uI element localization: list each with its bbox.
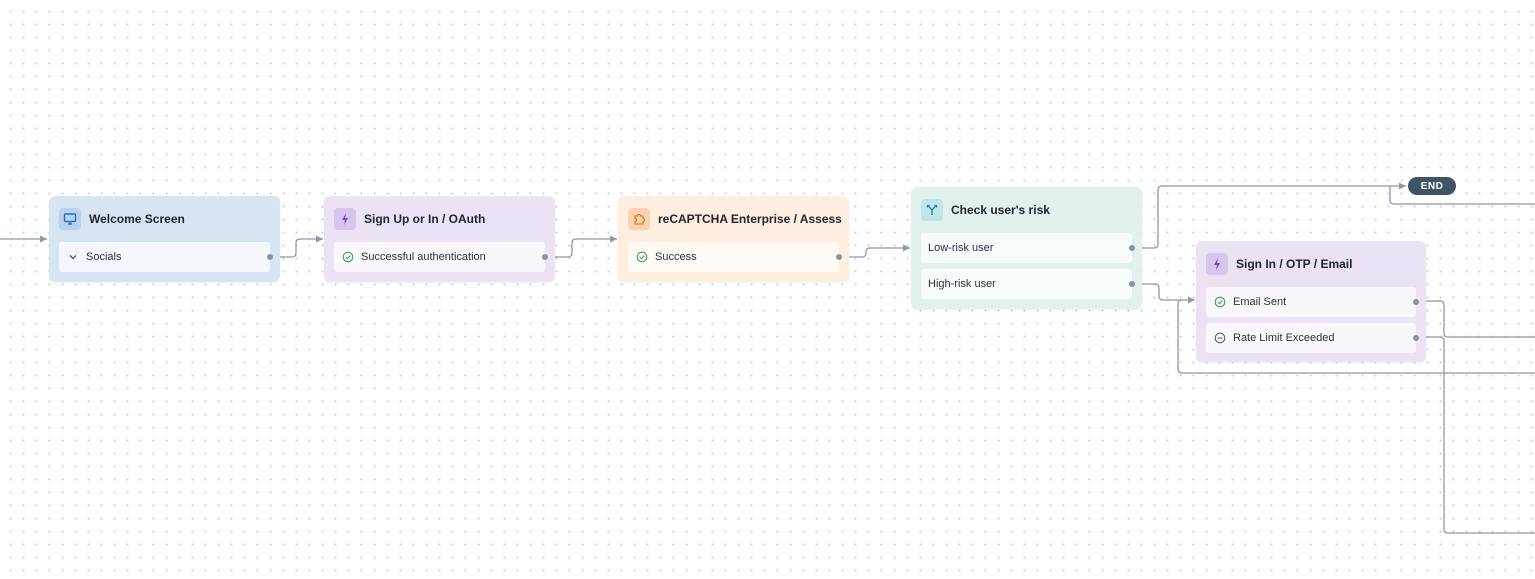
branch-icon bbox=[921, 199, 943, 221]
output-handle[interactable] bbox=[836, 254, 842, 260]
node-header: Check user's risk bbox=[921, 198, 1050, 222]
output-rate-limit-exceeded[interactable]: Rate Limit Exceeded bbox=[1206, 323, 1419, 353]
output-handle[interactable] bbox=[267, 254, 273, 260]
output-success[interactable]: Success bbox=[628, 242, 842, 272]
node-header: reCAPTCHA Enterprise / Assess bbox=[628, 207, 842, 231]
output-handle[interactable] bbox=[1129, 245, 1135, 251]
node-check-user-risk[interactable]: Check user's risk Low-risk user High-ris… bbox=[911, 187, 1142, 309]
edge-lowrisk-to-end bbox=[1131, 182, 1406, 249]
output-label: Socials bbox=[86, 251, 122, 263]
monitor-icon bbox=[59, 208, 81, 230]
output-label: Rate Limit Exceeded bbox=[1233, 332, 1335, 344]
edge-socials-to-oauth bbox=[269, 235, 323, 258]
edge-end-onward bbox=[1389, 186, 1535, 205]
output-low-risk-user[interactable]: Low-risk user bbox=[921, 233, 1135, 263]
output-label: Success bbox=[655, 251, 697, 263]
edge-emailsent-onward bbox=[1416, 300, 1535, 338]
minus-circle-icon bbox=[1214, 332, 1226, 344]
node-title: Sign Up or In / OAuth bbox=[364, 212, 486, 226]
output-handle[interactable] bbox=[1413, 299, 1419, 305]
end-node[interactable]: END bbox=[1408, 177, 1456, 195]
node-title: reCAPTCHA Enterprise / Assess bbox=[658, 212, 842, 226]
output-successful-authentication[interactable]: Successful authentication bbox=[334, 242, 548, 272]
node-recaptcha[interactable]: reCAPTCHA Enterprise / Assess Success bbox=[618, 196, 849, 282]
node-welcome-screen[interactable]: Welcome Screen Socials bbox=[49, 196, 280, 282]
check-circle-icon bbox=[1214, 296, 1226, 308]
edge-success-to-risk bbox=[837, 244, 910, 258]
puzzle-icon bbox=[628, 208, 650, 230]
output-label: Email Sent bbox=[1233, 296, 1287, 308]
node-otp-email[interactable]: Sign In / OTP / Email Email Sent Rate Li… bbox=[1196, 241, 1426, 362]
output-email-sent[interactable]: Email Sent bbox=[1206, 287, 1419, 317]
output-label: High-risk user bbox=[928, 278, 996, 290]
node-oauth[interactable]: Sign Up or In / OAuth Successful authent… bbox=[324, 196, 555, 282]
node-header: Sign In / OTP / Email bbox=[1206, 252, 1352, 276]
output-high-risk-user[interactable]: High-risk user bbox=[921, 269, 1135, 299]
edge-highrisk-to-otp bbox=[1131, 283, 1195, 304]
edge-auth-to-recaptcha bbox=[544, 235, 617, 258]
output-handle[interactable] bbox=[1129, 281, 1135, 287]
node-title: Sign In / OTP / Email bbox=[1236, 257, 1353, 271]
output-label: Successful authentication bbox=[361, 251, 486, 263]
end-label: END bbox=[1420, 180, 1444, 192]
output-handle[interactable] bbox=[1413, 335, 1419, 341]
check-circle-icon bbox=[636, 251, 648, 263]
output-handle[interactable] bbox=[542, 254, 548, 260]
edge-loop-back-to-otp bbox=[1177, 299, 1535, 374]
node-title: Welcome Screen bbox=[89, 212, 185, 226]
node-header: Welcome Screen bbox=[59, 207, 185, 231]
edge-ratelimit-onward bbox=[1416, 336, 1535, 534]
chevron-down-icon[interactable] bbox=[67, 251, 79, 263]
node-header: Sign Up or In / OAuth bbox=[334, 207, 485, 231]
lightning-icon bbox=[1206, 253, 1228, 275]
lightning-icon bbox=[334, 208, 356, 230]
check-circle-icon bbox=[342, 251, 354, 263]
node-title: Check user's risk bbox=[951, 203, 1050, 217]
output-socials[interactable]: Socials bbox=[59, 242, 273, 272]
output-label: Low-risk user bbox=[928, 242, 994, 254]
